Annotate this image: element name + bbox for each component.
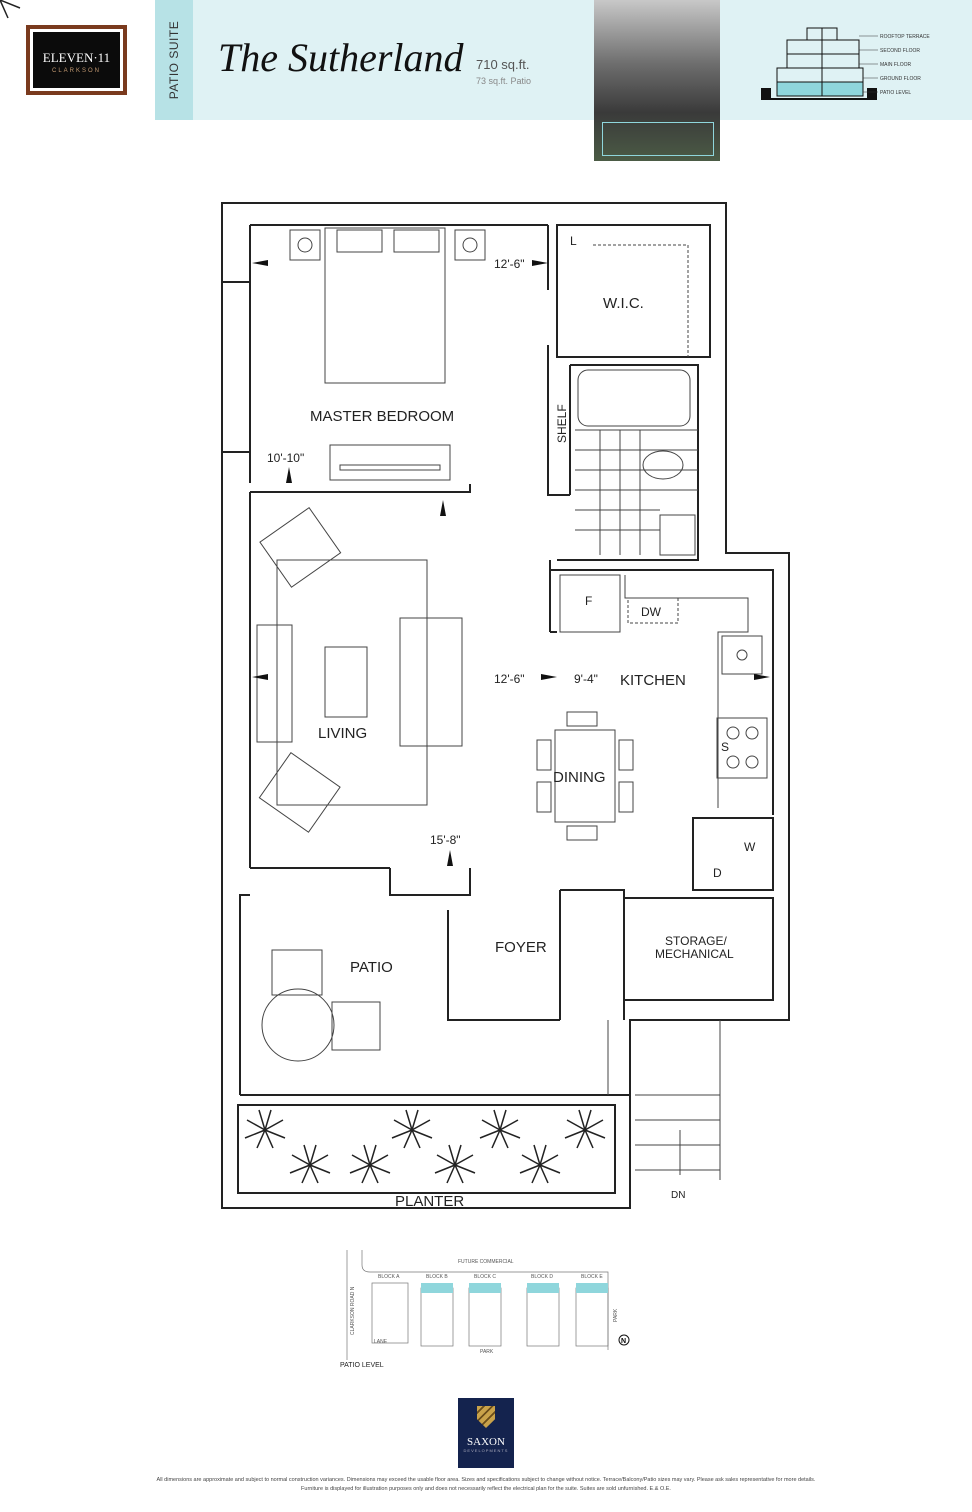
building-photo	[594, 0, 720, 161]
site-level-label: PATIO LEVEL	[340, 1362, 384, 1369]
saxon-logo: SAXON DEVELOPMENTS	[458, 1398, 514, 1468]
stairs-down-label: DN	[671, 1190, 685, 1201]
room-master-bedroom: MASTER BEDROOM	[310, 408, 454, 425]
developer-sub: DEVELOPMENTS	[463, 1448, 509, 1453]
site-block-b: BLOCK B	[426, 1274, 448, 1280]
washer-label: W	[744, 840, 756, 854]
dimension-living-depth: 15'-8"	[430, 833, 461, 847]
planter-label: PLANTER	[395, 1193, 464, 1210]
mechanical-label: MECHANICAL	[655, 947, 734, 961]
site-block-a: BLOCK A	[378, 1274, 400, 1280]
site-block-e: BLOCK E	[581, 1274, 603, 1280]
linen-label: L	[570, 234, 577, 248]
shelf-label: SHELF	[555, 404, 569, 443]
planter-trees-icon	[0, 0, 606, 1184]
logo-subtext: CLARKSON	[51, 68, 101, 74]
site-park: PARK	[480, 1349, 494, 1355]
dimension-kitchen-width: 9'-4"	[574, 672, 598, 686]
fridge-label: F	[585, 594, 592, 608]
north-arrow-icon	[618, 1334, 630, 1346]
shield-icon	[477, 1406, 495, 1428]
level-rooftop: ROOFTOP TERRACE	[880, 34, 930, 40]
room-living: LIVING	[318, 725, 367, 742]
eleven11-logo: ELEVEN·11 CLARKSON	[26, 25, 127, 95]
room-foyer: FOYER	[495, 939, 547, 956]
north-label: N	[621, 1338, 626, 1345]
dryer-label: D	[713, 866, 722, 880]
site-block-d: BLOCK D	[531, 1274, 553, 1280]
dimension-bedroom-depth: 10'-10"	[267, 451, 304, 465]
floor-plan: MASTER BEDROOM W.I.C. LIVING KITCHEN DIN…	[0, 0, 790, 1369]
logo-text: ELEVEN·11	[42, 50, 111, 65]
site-lane: LANE	[374, 1339, 388, 1345]
dishwasher-label: DW	[641, 605, 662, 619]
dimension-bedroom-width: 12'-6"	[494, 257, 525, 271]
room-patio: PATIO	[350, 959, 393, 976]
developer-name: SAXON	[467, 1436, 505, 1448]
site-plan: FUTURE COMMERCIAL BLOCK A BLOCK B BLOCK …	[340, 1250, 630, 1369]
suite-area: 710 sq.ft.	[476, 57, 530, 72]
storage-label: STORAGE/	[665, 934, 727, 948]
site-future-commercial: FUTURE COMMERCIAL	[458, 1259, 514, 1265]
level-patio: PATIO LEVEL	[880, 90, 911, 96]
level-main: MAIN FLOOR	[880, 62, 912, 68]
level-ground: GROUND FLOOR	[880, 76, 921, 82]
site-block-c: BLOCK C	[474, 1274, 496, 1280]
site-park-side: PARK	[613, 1308, 619, 1322]
suite-type-tab: PATIO SUITE	[155, 0, 193, 120]
room-wic: W.I.C.	[603, 295, 644, 312]
level-second: SECOND FLOOR	[880, 48, 920, 54]
room-kitchen: KITCHEN	[620, 672, 686, 689]
room-dining: DINING	[553, 769, 606, 786]
site-road: CLARKSON ROAD N	[350, 1286, 356, 1335]
suite-title: The Sutherland	[218, 35, 464, 80]
patio-area: 73 sq.ft. Patio	[476, 76, 532, 86]
disclaimer: All dimensions are approximate and subje…	[156, 1477, 816, 1492]
stove-label: S	[721, 740, 729, 754]
dimension-living-width: 12'-6"	[494, 672, 525, 686]
building-section-diagram: ROOFTOP TERRACE SECOND FLOOR MAIN FLOOR …	[761, 27, 930, 100]
